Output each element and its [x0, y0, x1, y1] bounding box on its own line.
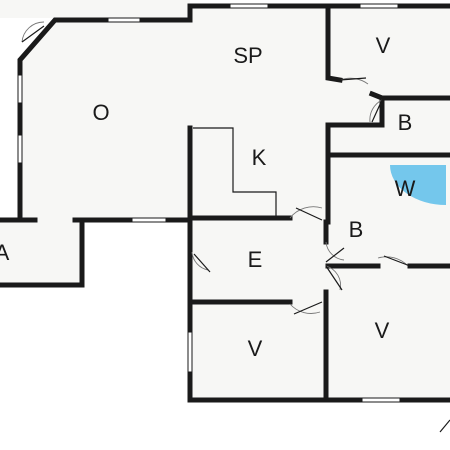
room-label-o: O: [92, 100, 109, 125]
room-label-sp: SP: [233, 43, 262, 68]
room-label-w: W: [395, 176, 416, 201]
room-label-b-mid: B: [349, 217, 364, 242]
shower-tray: [390, 165, 446, 205]
room-label-v-top: V: [376, 33, 391, 58]
room-label-a: A: [0, 240, 10, 265]
room-label-v-bottom: V: [375, 318, 390, 343]
room-label-b-top: B: [398, 110, 413, 135]
room-label-e: E: [248, 247, 263, 272]
room-label-v-mid: V: [248, 336, 263, 361]
windows: [17, 3, 401, 403]
room-label-k: K: [252, 145, 267, 170]
door-swings: [21, 21, 450, 433]
floor-fills: [0, 0, 450, 400]
